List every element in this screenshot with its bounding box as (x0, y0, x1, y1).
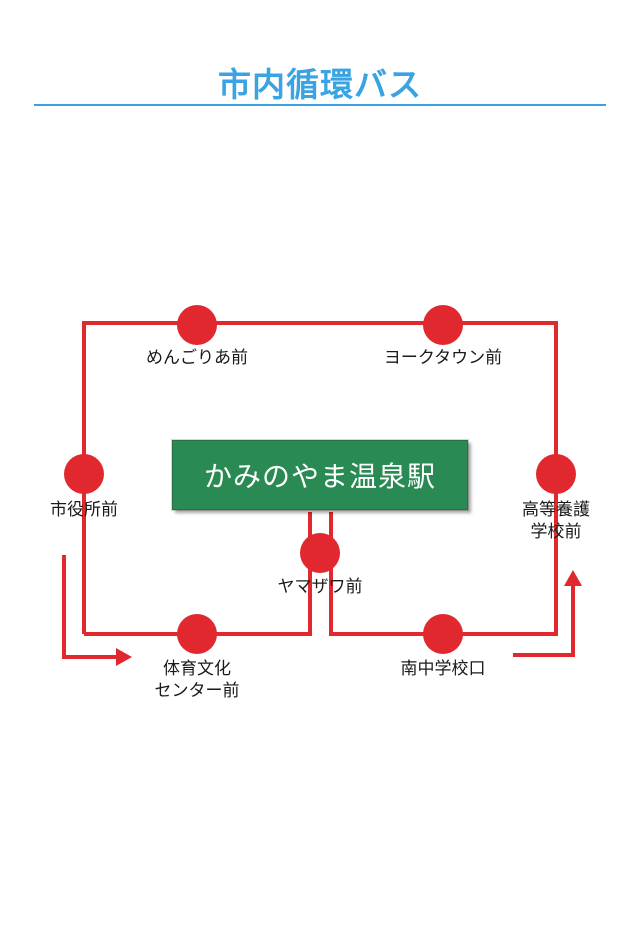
page-title: 市内循環バス (218, 65, 422, 104)
hub-station-name: かみのやま温泉駅 (203, 460, 436, 493)
stop-label-nanchu: 南中学校口 (400, 659, 486, 679)
hub-station-sign[interactable]: かみのやま温泉駅 (172, 440, 468, 510)
arrow-head-up-icon (564, 570, 582, 586)
stop-marker-koto-yogo[interactable] (536, 454, 576, 494)
stop-marker-yorktown[interactable] (423, 305, 463, 345)
arrow-head-right-icon (116, 648, 132, 666)
stop-label-yorktown: ヨークタウン前 (383, 348, 503, 368)
stop-label-koto-yogo: 高等養護 学校前 (522, 500, 590, 542)
stop-label-culture-center: 体育文化 センター前 (154, 659, 240, 701)
stop-marker-nanchu[interactable] (423, 614, 463, 654)
stop-marker-yamazawa[interactable] (300, 533, 340, 573)
stop-marker-city-hall[interactable] (64, 454, 104, 494)
stop-label-city-hall: 市役所前 (50, 500, 118, 520)
title-divider (34, 104, 606, 106)
stop-marker-mengorien[interactable] (177, 305, 217, 345)
direction-arrow-right-icon (513, 585, 575, 657)
direction-arrow-left-icon (62, 555, 118, 659)
stop-label-mengorien: めんごりあ前 (146, 348, 248, 368)
stop-label-yamazawa: ヤマザワ前 (277, 577, 363, 597)
stop-marker-culture-center[interactable] (177, 614, 217, 654)
